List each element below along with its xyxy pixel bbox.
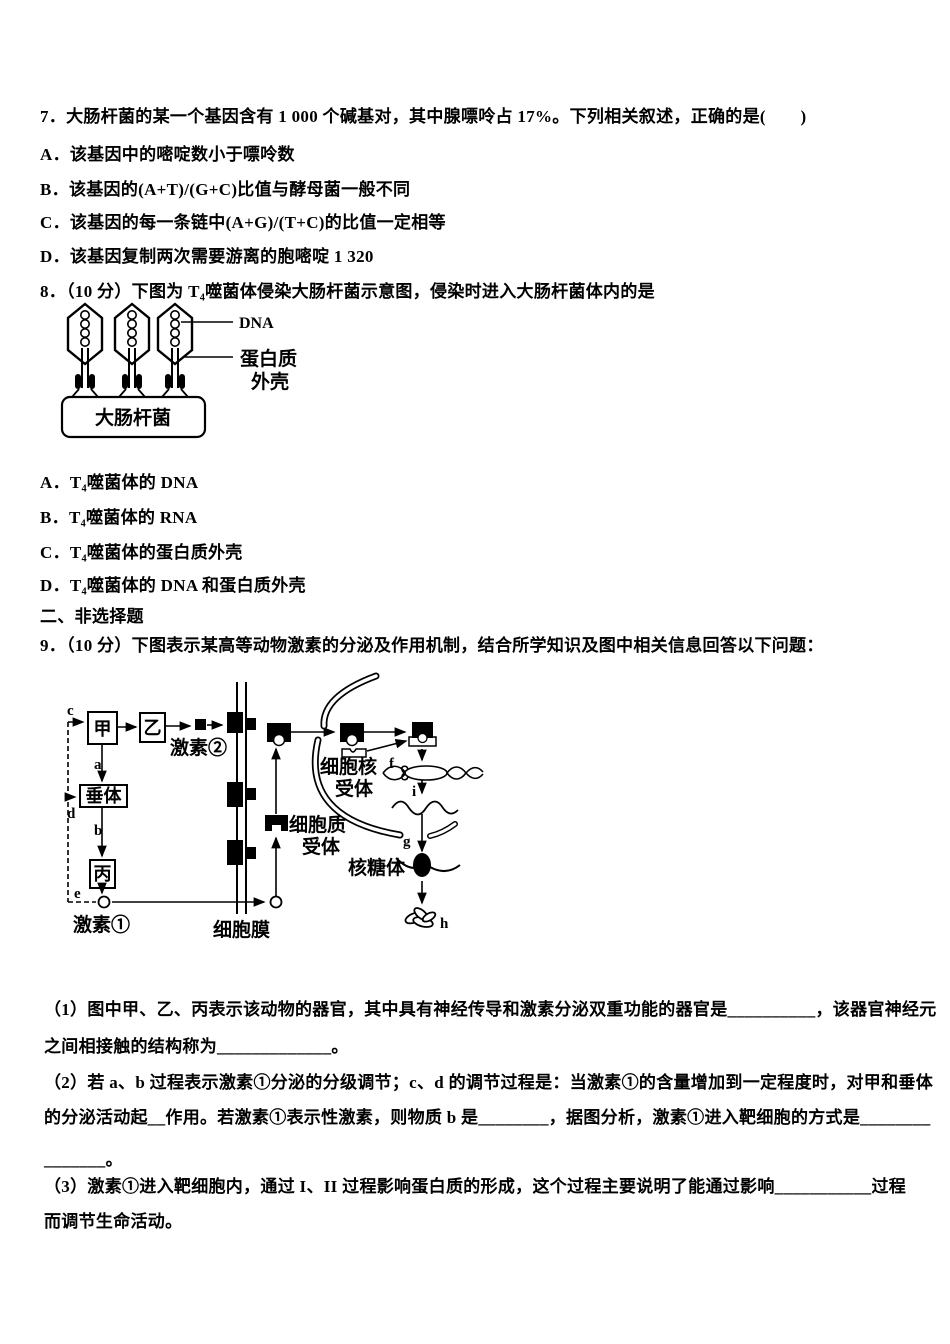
hormone2-label: 激素② [170, 736, 227, 759]
hormone-receptor-complex-2 [340, 723, 364, 747]
nuclear-receptor-free-icon [341, 748, 367, 758]
organ-yi-label: 乙 [144, 718, 162, 738]
ecoli-label: 大肠杆菌 [95, 406, 171, 429]
cytoplasm-receptor-label-line2: 受体 [302, 835, 341, 858]
intracellular-arrows [271, 727, 427, 905]
hormone-mechanism-diagram: 甲 乙 垂体 丙 激素② 激素① 细胞膜 [64, 672, 484, 941]
q8-option-a: A．T₄噬菌体的 DNA [40, 473, 199, 492]
hormone-receptor-complex-1 [267, 723, 291, 747]
q8-option-c: C．T₄噬菌体的蛋白质外壳 [40, 543, 243, 562]
membrane-label: 细胞膜 [213, 918, 270, 941]
letter-f: f [389, 756, 395, 772]
ecoli-box [60, 395, 207, 439]
section-2-title: 二、非选择题 [40, 607, 144, 626]
q8-option-b: B．T₄噬菌体的 RNA [40, 508, 198, 527]
q7-stem: 7．大肠杆菌的某一个基因含有 1 000 个碱基对，其中腺嘌呤占 17%。下列相… [40, 107, 807, 126]
protein-label-line2: 外壳 [251, 370, 289, 393]
q9-part3-line1: （3）激素①进入靶细胞内，通过 I、II 过程影响蛋白质的形成，这个过程主要说明… [44, 1177, 907, 1196]
protein-product-icon [404, 907, 437, 928]
q9-part1-line1: （1）图中甲、乙、丙表示该动物的器官，其中具有神经传导和激素分泌双重功能的器官是… [44, 1000, 937, 1019]
protein-label-line1: 蛋白质 [240, 347, 297, 370]
dna-label: DNA [239, 315, 274, 332]
organ-jia-label: 甲 [94, 719, 112, 739]
q9-part2-line2: 的分泌活动起__作用。若激素①表示性激素，则物质 b 是________，据图分… [44, 1108, 931, 1127]
cytoplasm-receptor-label-line1: 细胞质 [289, 813, 346, 836]
dna-helix-icon [382, 765, 484, 781]
q8-option-d: D．T₄噬菌体的 DNA 和蛋白质外壳 [40, 576, 306, 595]
q7-option-c: C．该基因的每一条链中(A+G)/(T+C)的比值一定相等 [40, 213, 446, 232]
q7-option-d: D．该基因复制两次需要游离的胞嘧啶 1 320 [40, 247, 374, 266]
hormone2-icon [195, 719, 206, 730]
hormone1-inside-icon [269, 895, 283, 909]
q9-part2-line3: _______。 [44, 1150, 123, 1169]
feedback-dashed-path [64, 717, 96, 903]
q7-option-b: B．该基因的(A+T)/(G+C)比值与酵母菌一般不同 [40, 180, 411, 199]
letter-g: g [403, 834, 411, 850]
organ-chuiti-box [79, 784, 128, 808]
membrane-receptor-icons [227, 712, 256, 865]
ribosome-label: 核糖体 [348, 856, 406, 879]
nuclear-receptor-label-line1: 细胞核 [320, 755, 377, 778]
q9-part1-line2: 之间相接触的结构称为_____________。 [44, 1037, 349, 1056]
letter-d: d [67, 806, 76, 822]
letter-e: e [74, 886, 81, 902]
q7-option-a: A．该基因中的嘧啶数小于嘌呤数 [40, 145, 295, 164]
letter-a: a [94, 757, 102, 773]
nuclear-envelope [311, 672, 458, 839]
organ-chuiti-label: 垂体 [86, 785, 123, 806]
q9-part3-line2: 而调节生命活动。 [44, 1212, 183, 1231]
cascade-arrows [97, 720, 266, 907]
hormone-receptor-complex-3 [408, 722, 437, 747]
phage-diagram: DNA 蛋白质 外壳 大肠杆菌 [60, 302, 297, 439]
ribosome-icon [395, 853, 461, 877]
letter-b: b [94, 823, 102, 839]
mrna-icon [391, 800, 459, 816]
hormone1-icon [97, 895, 111, 909]
q9-stem: 9．（10 分）下图表示某高等动物激素的分泌及作用机制，结合所学知识及图中相关信… [40, 636, 824, 655]
organ-bing-label: 丙 [94, 864, 112, 884]
letter-i: i [412, 784, 416, 800]
q9-part2-line1: （2）若 a、b 过程表示激素①分泌的分级调节；c、d 的调节过程是：当激素①的… [44, 1073, 934, 1092]
letter-h: h [440, 916, 449, 932]
cytoplasm-receptor-icon [265, 815, 288, 831]
nuclear-receptor-label-line2: 受体 [335, 777, 374, 800]
q8-stem: 8．（10 分）下图为 T₄噬菌体侵染大肠杆菌示意图，侵染时进入大肠杆菌体内的是 [40, 282, 655, 301]
organ-jia-box [87, 711, 118, 745]
letter-c: c [67, 703, 74, 719]
organ-yi-box [139, 712, 166, 743]
phage-icon [66, 302, 194, 398]
hormone1-label: 激素① [73, 913, 130, 936]
